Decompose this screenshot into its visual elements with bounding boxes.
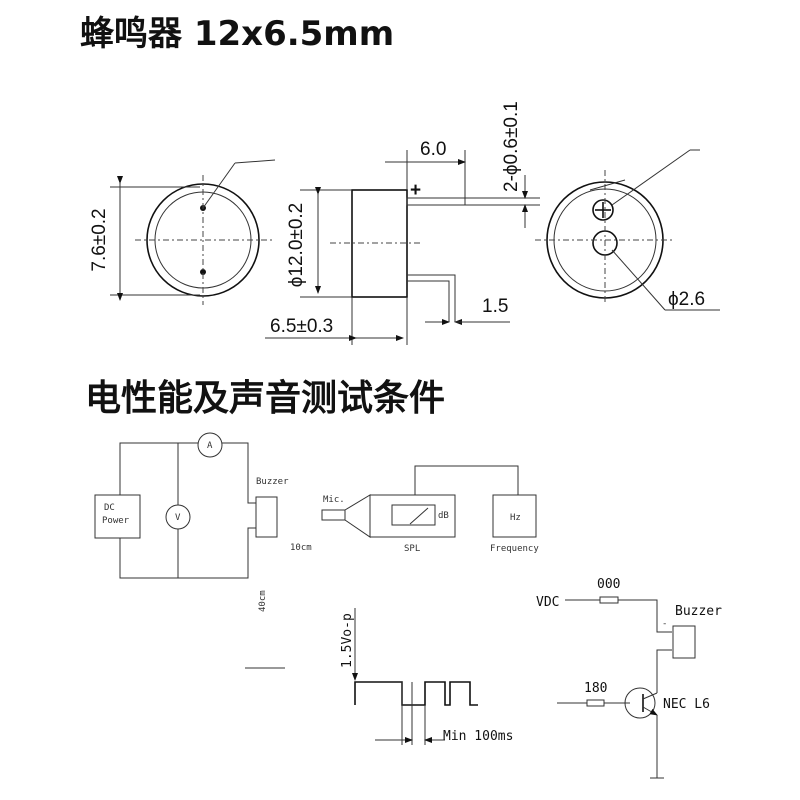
buzzer-label: Buzzer <box>256 477 289 487</box>
pin-pitch-dimension: 1.5 <box>482 296 508 317</box>
hz-label: Hz <box>510 513 521 523</box>
buzzer-label-2: Buzzer <box>675 604 722 619</box>
distance-h-label: 10cm <box>290 543 312 553</box>
dc-label: DC <box>104 503 115 513</box>
section-title: 电性能及声音测试条件 <box>85 378 445 419</box>
mic-label: Mic. <box>323 495 345 505</box>
pin-length-dimension: 6.0 <box>420 139 446 160</box>
power-label: Power <box>102 516 130 526</box>
polarity-mark: + <box>410 180 421 201</box>
amplitude-label: 1.5Vo-p <box>340 613 355 668</box>
waveform: 1.5Vo-p Min 100ms <box>340 608 513 745</box>
test-circuit: DC Power V A Buzzer 10cm 40cm Mic. dB SP… <box>94 432 539 669</box>
side-view: ϕ12.0±0.2 6.0 + 2-ϕ0.6±0.1 1.5 6.5±0.3 <box>265 101 540 345</box>
height-dimension: 7.6±0.2 <box>89 208 110 271</box>
drive-circuit: VDC 000 Buzzer - 180 NEC L6 <box>536 577 722 779</box>
db-label: dB <box>438 511 449 521</box>
r1-label: 000 <box>597 577 620 592</box>
transistor-label: NEC L6 <box>663 697 710 712</box>
bottom-view: ϕ2.6 <box>535 149 720 311</box>
frequency-label: Frequency <box>490 544 539 554</box>
pin-diameter-dimension: 2-ϕ0.6±0.1 <box>501 101 522 192</box>
distance-v-label: 40cm <box>258 590 268 612</box>
top-view: 7.6±0.2 <box>89 159 276 305</box>
ammeter-label: A <box>207 441 213 451</box>
period-label: Min 100ms <box>443 729 513 744</box>
body-height-dimension: 6.5±0.3 <box>270 316 333 337</box>
diameter-dimension: ϕ12.0±0.2 <box>286 203 307 287</box>
hole-dimension: ϕ2.6 <box>668 289 705 310</box>
buzzer-polarity: - <box>662 619 667 629</box>
voltmeter-label: V <box>175 513 181 523</box>
page-title: 蜂鸣器 12x6.5mm <box>80 14 394 54</box>
spl-label: SPL <box>404 544 420 554</box>
vdc-label: VDC <box>536 595 559 610</box>
r2-label: 180 <box>584 681 607 696</box>
